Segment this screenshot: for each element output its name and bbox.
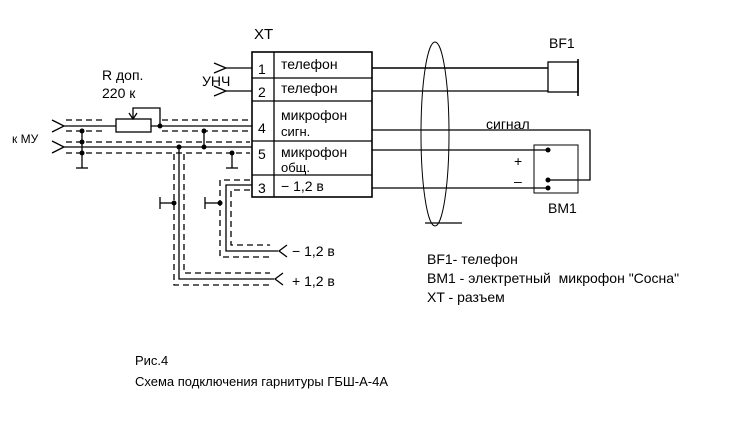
legend-item: BF1- телефон [427, 251, 518, 267]
pin-label-sub: общ. [281, 160, 310, 175]
cable-shield-icon [420, 41, 450, 227]
pin-number: 4 [258, 120, 266, 136]
resistor-label: R доп. [102, 67, 143, 83]
junction-dot [201, 144, 207, 150]
arrow-output-icon [273, 272, 284, 286]
pin-label-sub: сигн. [281, 124, 310, 139]
supply-wires [159, 144, 288, 286]
junction-dot [79, 139, 85, 145]
earphone-icon [547, 59, 579, 96]
figure-title: Схема подключения гарнитуры ГБШ-А-4А [135, 374, 388, 389]
legend-item: XT - разъем [427, 289, 505, 305]
wire-plus-supply [178, 147, 274, 280]
earphone-body [547, 61, 579, 93]
plus-supply-label: + 1,2 в [292, 273, 335, 289]
wiper-arrow-icon [128, 112, 138, 121]
resistor-value: 220 к [102, 85, 136, 101]
arrow-output-icon [277, 244, 288, 258]
pin-number: 2 [258, 84, 266, 100]
junction-dot [217, 200, 223, 206]
wire-minus-supply [225, 184, 278, 252]
shield [219, 179, 270, 258]
amp-label: УНЧ [202, 73, 230, 89]
mu-input-wires [51, 119, 252, 169]
shield [173, 154, 270, 286]
minus-supply-label: − 1,2 в [292, 243, 335, 259]
shield [183, 154, 270, 274]
minus-sign: – [514, 173, 522, 189]
junction-dot [229, 150, 235, 156]
arrow-input-icon [51, 119, 66, 133]
input-label: к МУ [12, 132, 39, 146]
arrow-input-icon [51, 140, 66, 154]
connector-designator: XT [254, 26, 273, 43]
microphone-icon [533, 144, 579, 194]
amp-input-wires [213, 62, 252, 97]
pin-label: телефон [281, 80, 338, 96]
junction-dot [171, 200, 177, 206]
variable-resistor [115, 107, 163, 133]
terminal-dot [545, 147, 551, 153]
arrow-input-icon [213, 62, 228, 74]
figure-number: Рис.4 [135, 353, 168, 368]
plus-sign: + [514, 153, 522, 169]
connector-body [251, 51, 373, 198]
pin-number: 3 [258, 180, 266, 196]
signal-label: сигнал [486, 116, 530, 132]
microphone-body [533, 144, 579, 194]
cable [372, 41, 591, 227]
resistor-wiper [132, 107, 161, 126]
legend-item: BM1 - электретный микрофон "Сосна" [427, 270, 679, 286]
earphone-designator: BF1 [549, 35, 575, 51]
junction-dot [201, 128, 207, 134]
terminal-dot [545, 185, 551, 191]
pin-label: − 1,2 в [281, 178, 324, 194]
terminal-dot [545, 177, 551, 183]
junction-dot [79, 128, 85, 134]
wire-mic-signal [372, 129, 591, 181]
pin-label: телефон [281, 56, 338, 72]
pin-label: микрофон [281, 107, 347, 123]
pin-number: 5 [258, 146, 266, 162]
pin-number: 1 [258, 61, 266, 77]
microphone-designator: BM1 [548, 200, 577, 216]
shield [230, 189, 270, 246]
pin-label: микрофон [281, 144, 347, 160]
connector-xt: 1 телефон 2 телефон 4 микрофон сигн. 5 м… [251, 51, 373, 198]
resistor-body-icon [115, 118, 152, 133]
